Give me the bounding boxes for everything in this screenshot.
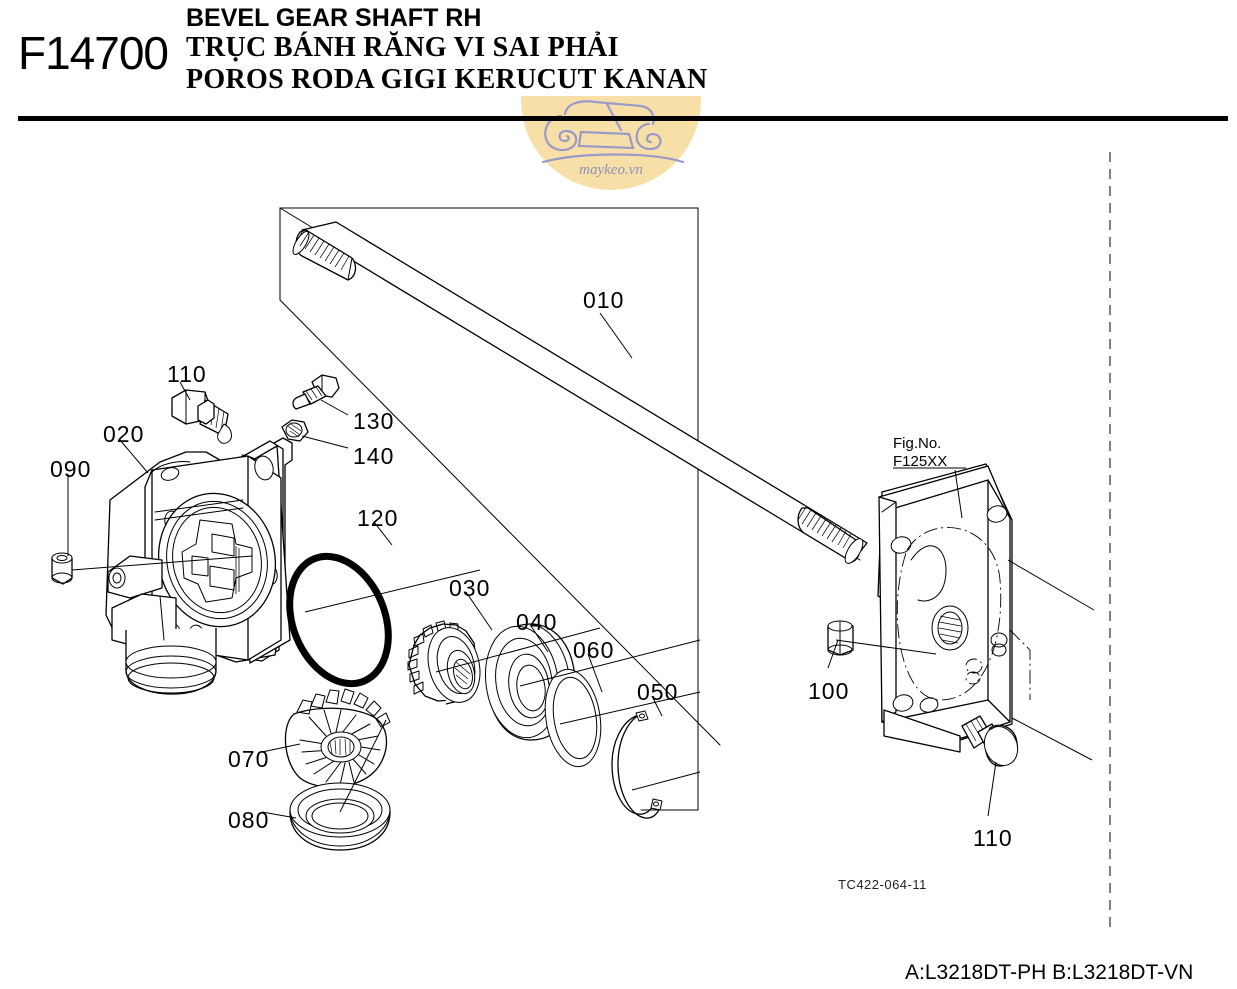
figure-code: F14700 (18, 27, 169, 79)
model-applicability-note: A:L3218DT-PH B:L3218DT-VN (905, 961, 1194, 984)
part-010-shaft (292, 221, 868, 564)
part-110-fitting-top (171, 389, 232, 444)
callout-070: 070 (228, 746, 270, 772)
part-060-shim (544, 668, 602, 768)
part-070-bevel-gear (284, 688, 391, 788)
part-080-bearing (289, 782, 391, 851)
bolt-hole (892, 694, 914, 712)
callout-050: 050 (637, 679, 679, 705)
title-block: BEVEL GEAR SHAFT RH TRỤC BÁNH RĂNG VI SA… (186, 4, 906, 96)
callout-110-bottom: 110 (973, 825, 1013, 851)
figure-reference: Fig.No. F125XX (893, 435, 947, 471)
callout-120: 120 (357, 505, 399, 531)
bolt-hole (990, 632, 1008, 648)
fig125xx-flange (877, 463, 1031, 753)
title-english: BEVEL GEAR SHAFT RH (186, 4, 482, 32)
callout-030: 030 (449, 575, 491, 601)
part-100-dowel-pin (827, 620, 854, 656)
title-indonesian: POROS RODA GIGI KERUCUT KANAN (186, 64, 708, 95)
callout-090: 090 (50, 456, 92, 482)
header: F14700 BEVEL GEAR SHAFT RH TRỤC BÁNH RĂN… (0, 0, 1237, 130)
bolt-hole (254, 455, 274, 481)
figure-reference-line1: Fig.No. (893, 435, 942, 452)
callout-100: 100 (808, 678, 850, 704)
title-vietnamese: TRỤC BÁNH RĂNG VI SAI PHẢI (186, 32, 619, 63)
callout-060: 060 (573, 637, 615, 663)
part-050-snap-ring (611, 710, 663, 819)
bolt-hole (986, 505, 1008, 523)
part-090-plug (51, 552, 73, 585)
part-140-washer (281, 419, 309, 442)
drawing-number: TC422-064-11 (838, 877, 927, 892)
callout-010: 010 (583, 287, 625, 313)
leader-lines (67, 312, 1095, 819)
part-110-fitting-bottom (961, 715, 1019, 767)
part-030-retainer (407, 620, 481, 705)
figure-reference-line2: F125XX (893, 453, 948, 470)
callout-110-top: 110 (167, 361, 207, 387)
projection-box (279, 207, 721, 811)
callout-040: 040 (516, 609, 558, 635)
part-120-oring (286, 552, 392, 688)
part-020-housing (105, 437, 293, 695)
callout-140: 140 (353, 443, 395, 469)
bolt-hole (919, 697, 939, 713)
callout-020: 020 (103, 421, 145, 447)
callout-080: 080 (228, 807, 270, 833)
callout-130: 130 (353, 408, 395, 434)
header-divider (18, 116, 1228, 121)
part-130-bolt (292, 374, 340, 410)
bolt-hole (890, 536, 912, 554)
